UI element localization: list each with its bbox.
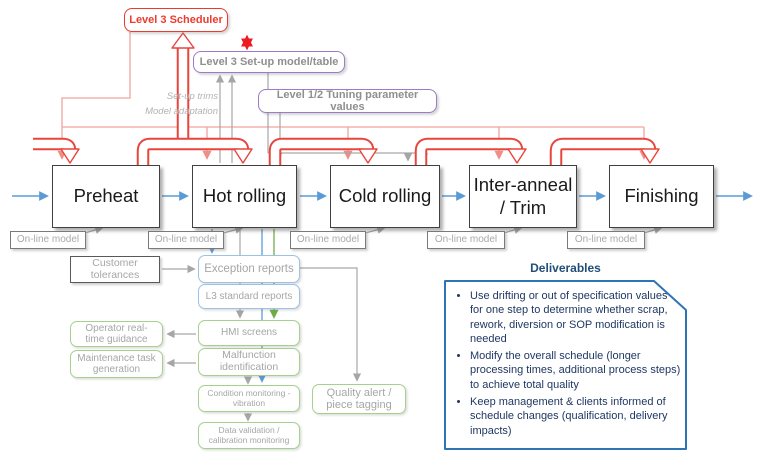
- l3-standard-reports-box: L3 standard reports: [198, 284, 300, 309]
- process-step-hot-rolling: Hot rolling: [192, 165, 297, 228]
- level3-scheduler-box: Level 3 Scheduler: [124, 8, 228, 32]
- deliverables-bullet: Use drifting or out of specification val…: [470, 289, 682, 346]
- online-model-box-preheat: On-line model: [10, 231, 86, 249]
- setup-trims-label: Set-up trims: [166, 91, 218, 102]
- model-adaptation-label: Model adaptation: [145, 106, 218, 117]
- deliverables-list: Use drifting or out of specification val…: [455, 289, 682, 441]
- level3-setup-model-box: Level 3 Set-up model/table: [193, 51, 345, 73]
- malfunction-identification-box: Malfunction identification: [198, 348, 300, 376]
- data-validation-box: Data validation / calibration monitoring: [198, 422, 300, 449]
- deliverables-title: Deliverables: [530, 261, 601, 275]
- quality-alert-box: Quality alert / piece tagging: [312, 384, 406, 414]
- online-model-box-finishing: On-line model: [567, 231, 645, 249]
- customer-tolerances-box: Customer tolerances: [70, 256, 160, 283]
- schedule-pipes: [33, 32, 660, 167]
- hmi-screens-box: HMI screens: [198, 320, 300, 346]
- online-model-box-inter-anneal: On-line model: [427, 231, 505, 249]
- online-model-box-cold-rolling: On-line model: [290, 231, 366, 249]
- condition-monitoring-box: Condition monitoring - vibration: [198, 385, 300, 412]
- process-step-finishing: Finishing: [609, 165, 714, 228]
- process-step-inter-anneal-trim: Inter-anneal / Trim: [469, 165, 577, 228]
- level12-tuning-box: Level 1/2 Tuning parameter values: [258, 89, 437, 113]
- deliverables-callout-shape: [444, 280, 687, 450]
- process-step-cold-rolling: Cold rolling: [330, 165, 440, 228]
- process-step-preheat: Preheat: [52, 165, 160, 228]
- deliverables-bullet: Modify the overall schedule (longer proc…: [470, 349, 682, 392]
- maintenance-task-box: Maintenance task generation: [70, 350, 163, 378]
- online-model-box-hot-rolling: On-line model: [148, 231, 224, 249]
- deliverables-bullet: Keep management & clients informed of sc…: [470, 395, 682, 438]
- exception-reports-box: Exception reports: [198, 255, 300, 283]
- operator-guidance-box: Operator real- time guidance: [70, 321, 163, 347]
